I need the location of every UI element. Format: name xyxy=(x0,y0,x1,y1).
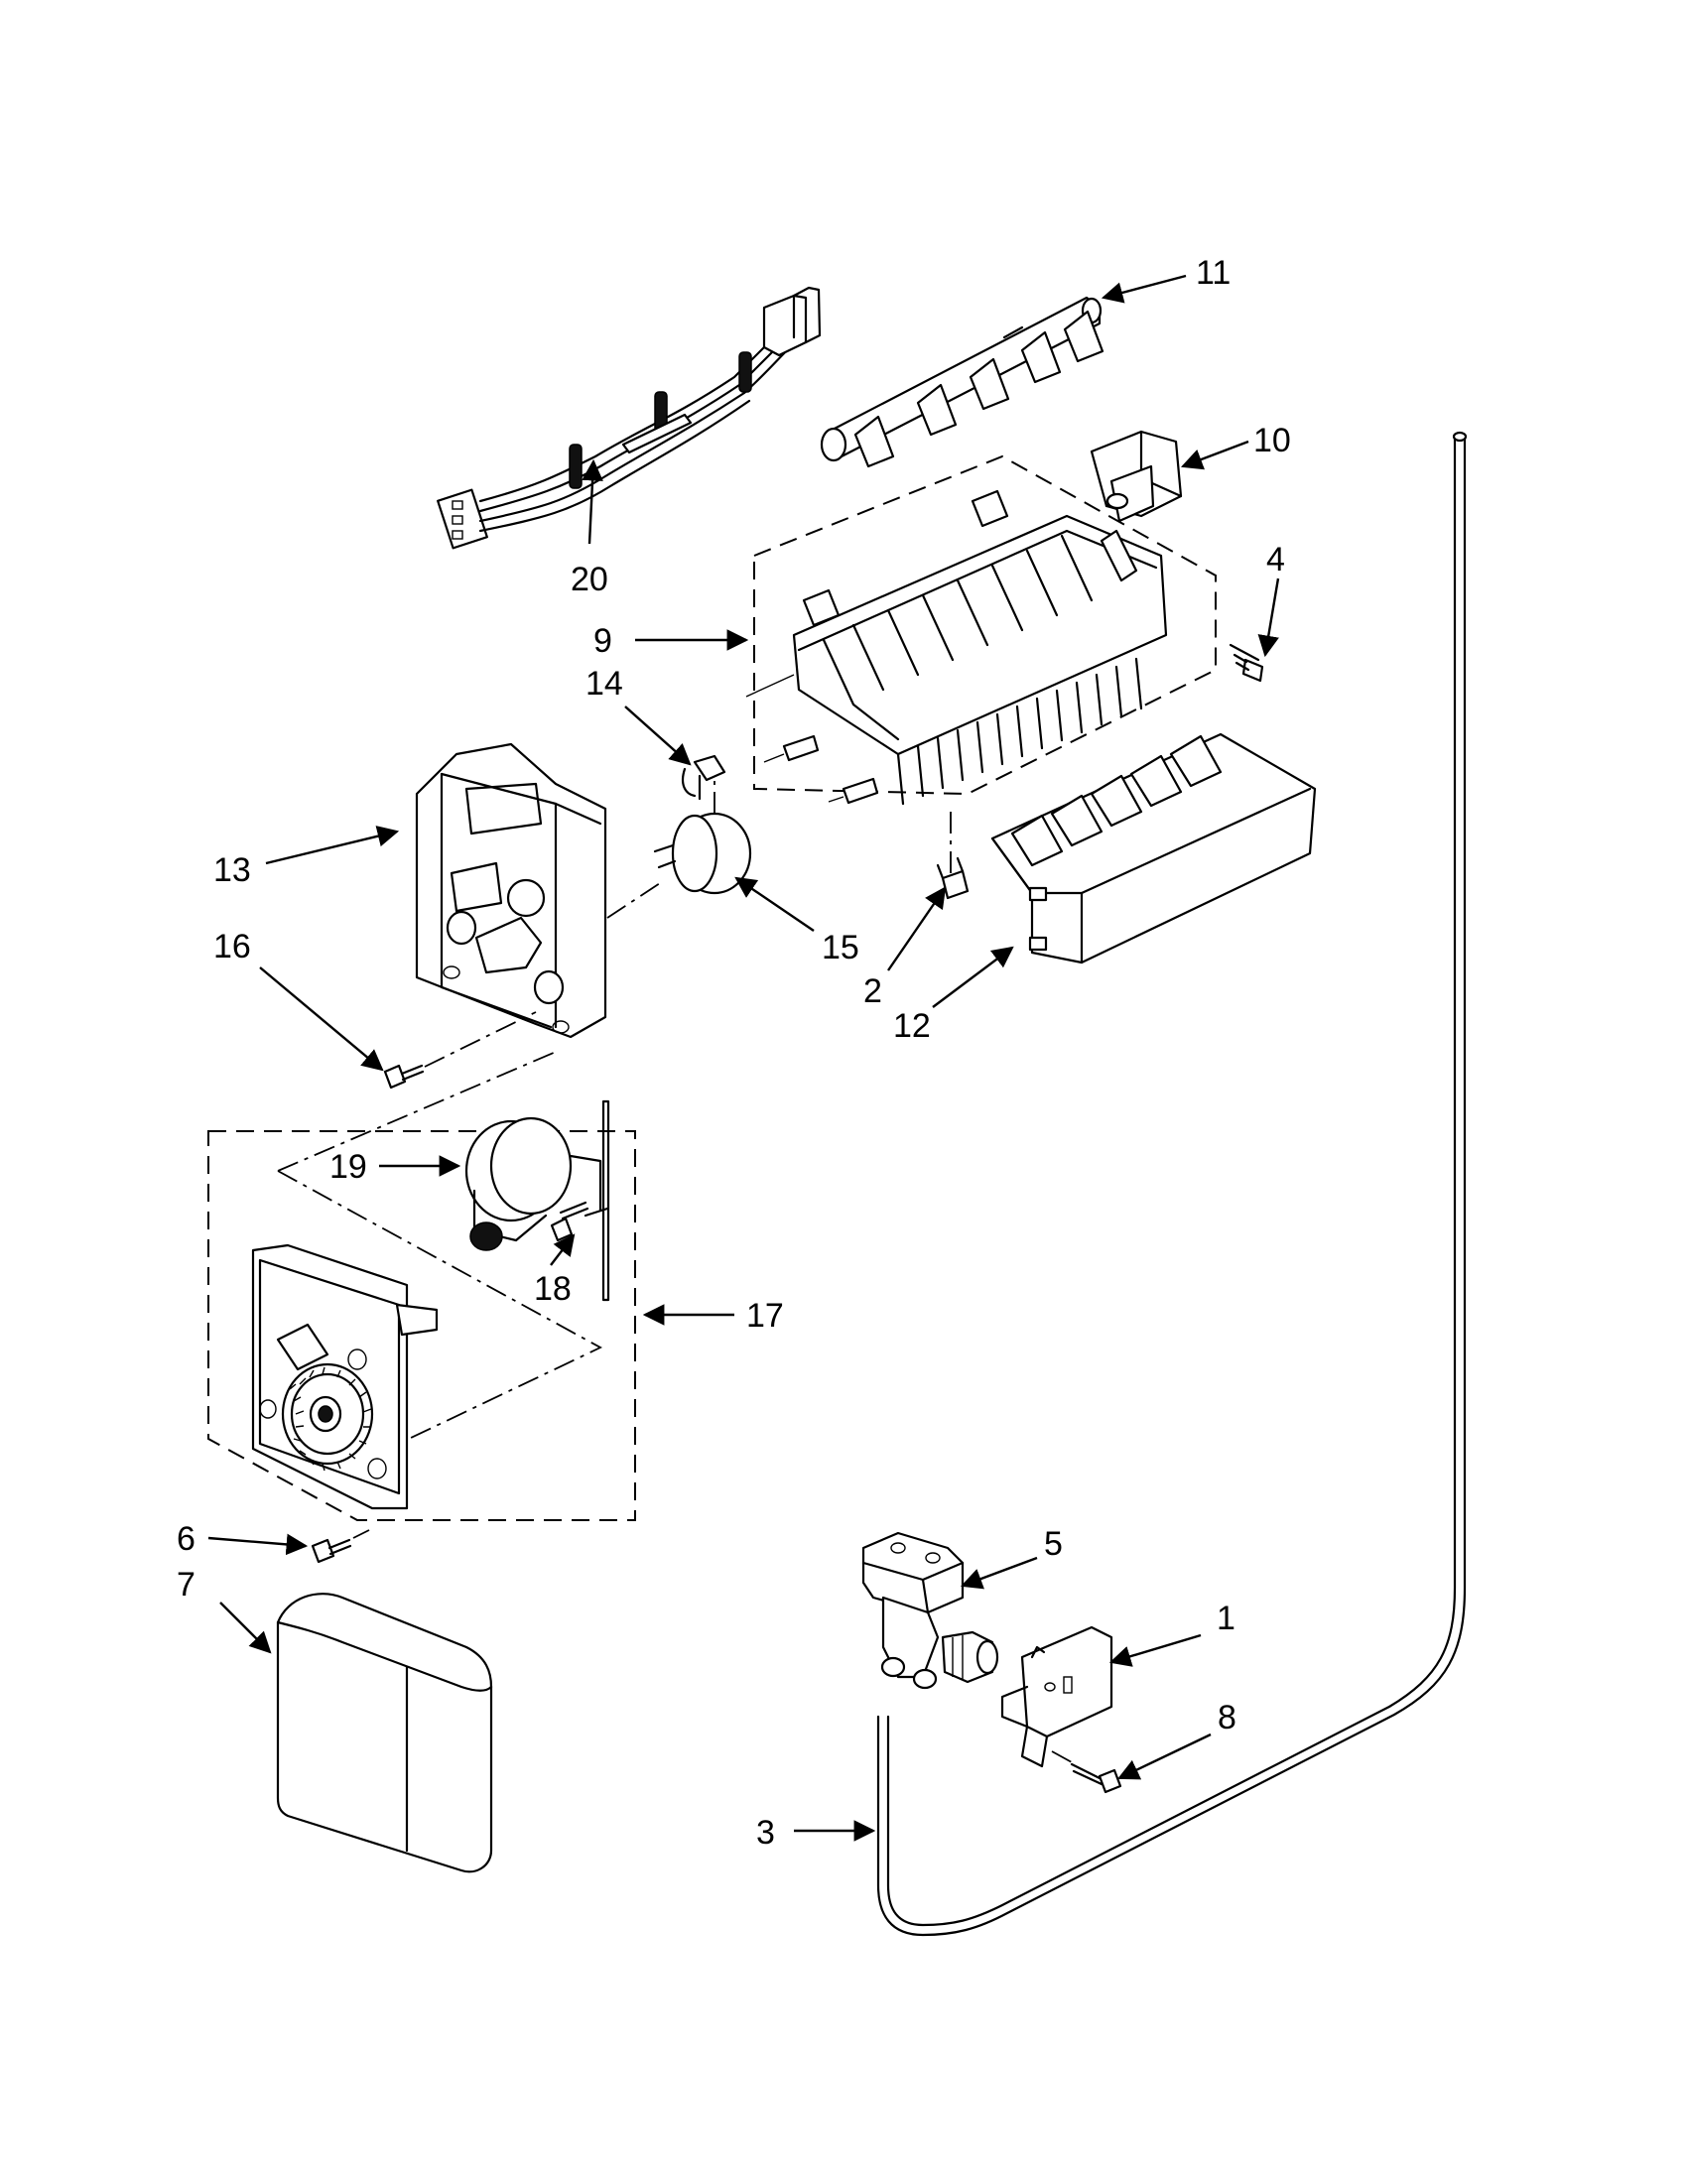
bracket-part-1 xyxy=(1000,1625,1113,1768)
callout-20: 20 xyxy=(571,561,608,598)
callout-4: 4 xyxy=(1266,541,1285,578)
callout-17: 17 xyxy=(746,1297,784,1335)
callout-6: 6 xyxy=(177,1520,195,1558)
fill-cup-part-10 xyxy=(1090,430,1183,523)
callout-3: 3 xyxy=(756,1814,775,1852)
thermostat-part-15 xyxy=(653,774,752,895)
cover-part-7 xyxy=(276,1593,493,1873)
screw-part-18 xyxy=(550,1201,589,1242)
screw-part-8 xyxy=(1051,1750,1122,1794)
callout-12: 12 xyxy=(893,1007,931,1045)
clip-part-2 xyxy=(936,809,970,900)
control-housing-part-13 xyxy=(415,742,661,1039)
wire-harness-part-20 xyxy=(437,286,822,550)
mold-assembly-part-9 xyxy=(745,454,1217,806)
callout-5: 5 xyxy=(1044,1525,1063,1563)
callout-9: 9 xyxy=(593,622,612,660)
water-tube-part-3 xyxy=(876,431,1468,1937)
ejector-shaft-part-11 xyxy=(820,296,1104,468)
callout-2: 2 xyxy=(863,972,882,1010)
callout-10: 10 xyxy=(1253,422,1291,459)
water-valve-part-5 xyxy=(861,1531,999,1690)
callout-labels: 11 10 4 9 20 14 13 15 2 12 16 19 18 17 6… xyxy=(177,254,1291,1852)
clip-part-14 xyxy=(681,754,726,801)
callout-11: 11 xyxy=(1196,254,1231,292)
module-plate xyxy=(251,1243,439,1510)
callout-18: 18 xyxy=(534,1270,572,1308)
callout-14: 14 xyxy=(585,665,623,703)
callout-19: 19 xyxy=(329,1148,367,1186)
callout-1: 1 xyxy=(1217,1600,1235,1637)
screw-part-4 xyxy=(1229,643,1264,683)
callout-7: 7 xyxy=(177,1566,195,1604)
callout-15: 15 xyxy=(822,929,859,966)
screw-part-6 xyxy=(311,1529,370,1564)
callout-16: 16 xyxy=(213,928,251,965)
screw-part-16 xyxy=(383,1011,537,1090)
callout-13: 13 xyxy=(213,851,251,889)
leader-lines xyxy=(207,274,1280,1842)
motor-part-19 xyxy=(464,1099,610,1302)
ice-stripper-part-12 xyxy=(990,732,1317,964)
callout-8: 8 xyxy=(1218,1699,1236,1736)
motor-module-part-17 xyxy=(207,1051,636,1521)
